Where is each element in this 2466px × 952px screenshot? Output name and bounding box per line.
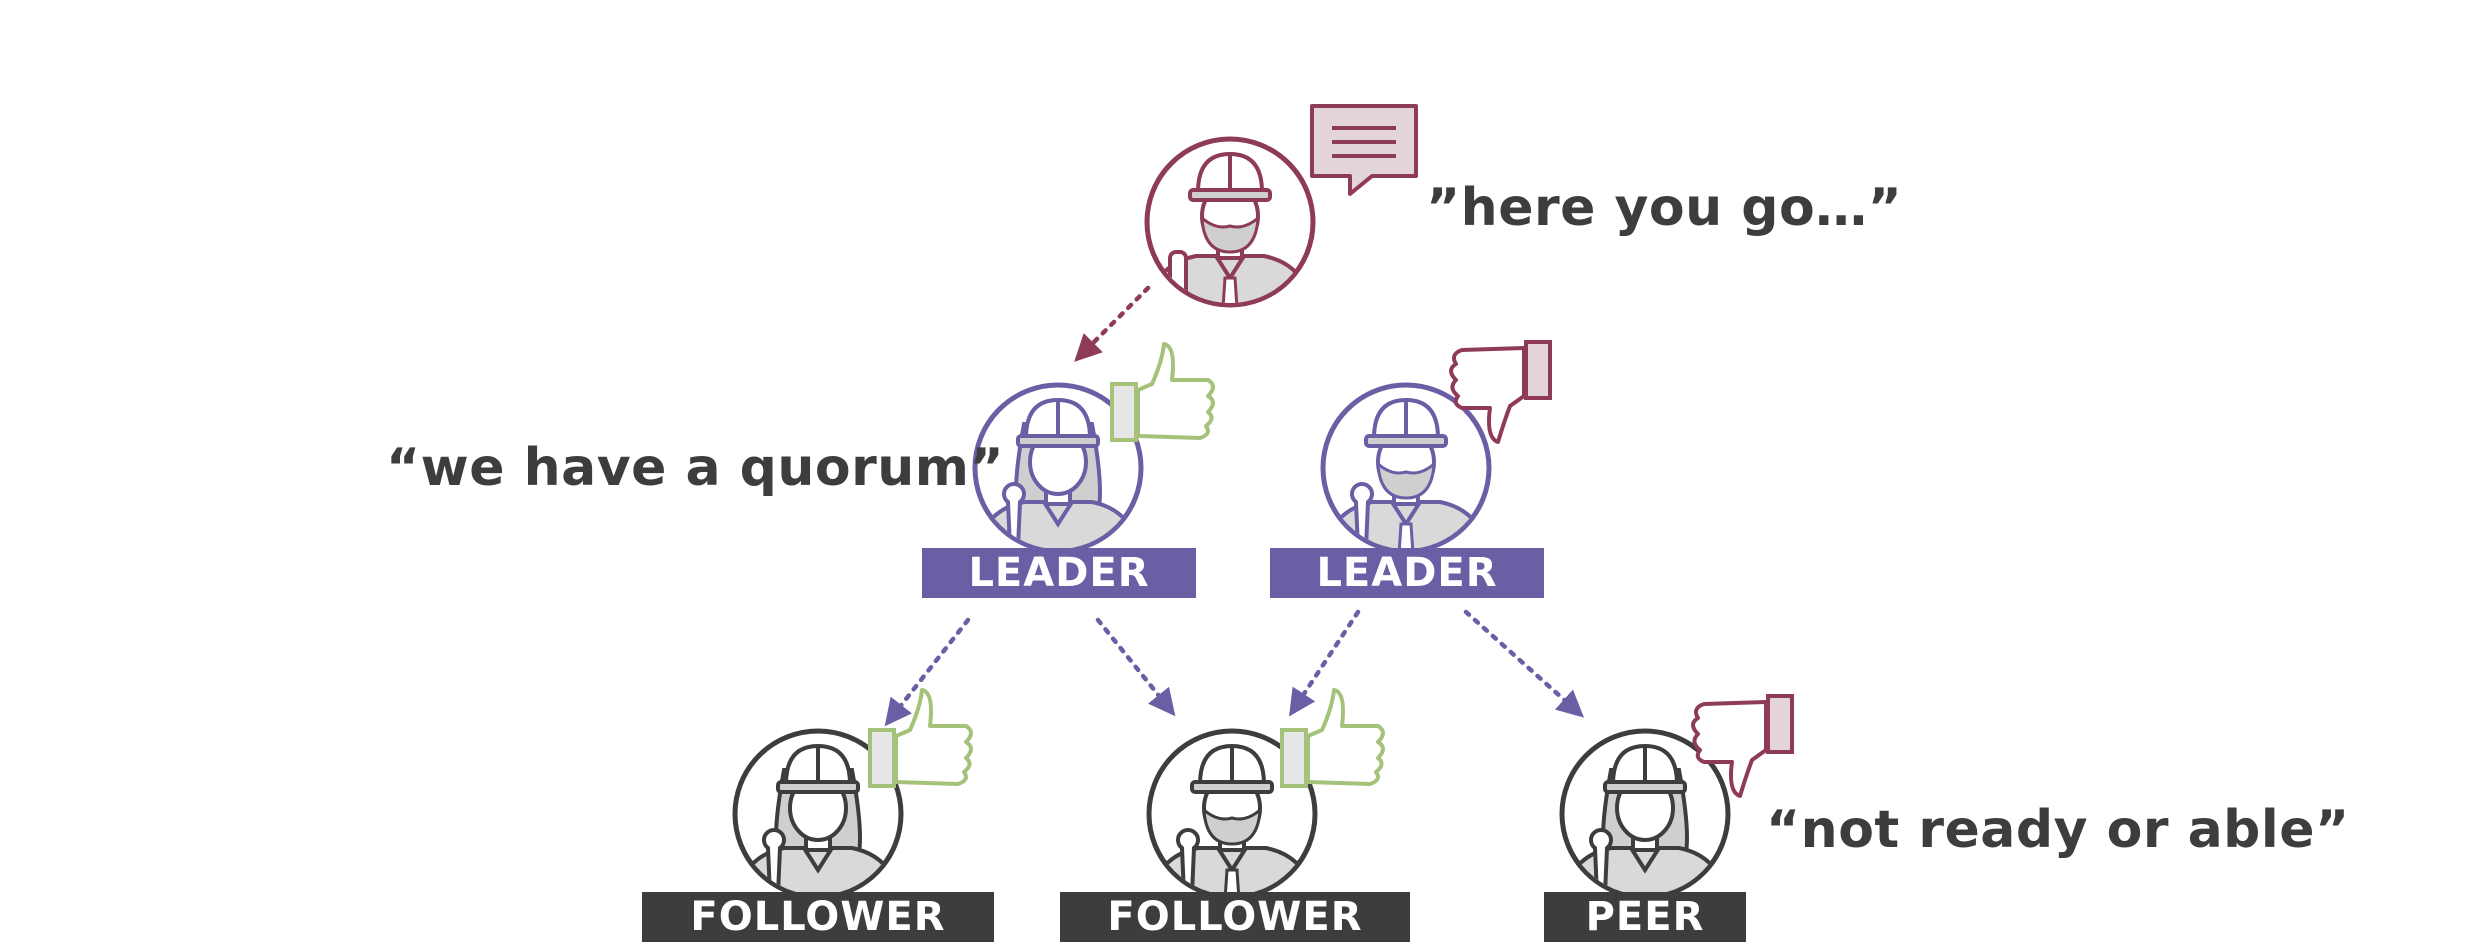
- peer-badge: PEER: [1544, 892, 1746, 942]
- arrow-leader-right-to-follower-middle: [1289, 609, 1361, 717]
- leader-right-avatar: [1320, 382, 1492, 554]
- speech-bubble-icon: [1310, 104, 1418, 196]
- leader-left-avatar: [972, 382, 1144, 554]
- follower-left-avatar: [732, 728, 904, 900]
- leader-left-badge: LEADER: [922, 548, 1196, 598]
- arrow-initiator-to-leader: [1074, 285, 1151, 362]
- female-worker-icon: [972, 382, 1144, 554]
- initiator-avatar: [1144, 136, 1316, 308]
- leader-right-thumbs-down-icon: [1449, 340, 1552, 444]
- arrow-leader-left-to-follower-middle: [1095, 617, 1176, 717]
- initiator-quote: ”here you go…”: [1426, 178, 1903, 238]
- peer-quote: “not ready or able”: [1766, 800, 2350, 860]
- male-worker-icon: [1144, 136, 1316, 308]
- follower-middle-thumbs-up-icon: [1280, 688, 1385, 788]
- leader-quote: “we have a quorum”: [386, 438, 1005, 498]
- follower-left-badge: FOLLOWER: [642, 892, 994, 942]
- leader-left-thumbs-up-icon: [1110, 342, 1215, 442]
- female-worker-icon: [732, 728, 904, 900]
- follower-left-thumbs-up-icon: [868, 688, 973, 788]
- arrow-leader-right-to-peer: [1463, 609, 1585, 718]
- leader-right-badge: LEADER: [1270, 548, 1544, 598]
- arrow-leader-left-to-follower-left: [884, 617, 971, 727]
- follower-middle-badge: FOLLOWER: [1060, 892, 1410, 942]
- male-worker-icon: [1320, 382, 1492, 554]
- peer-thumbs-down-icon: [1691, 694, 1794, 798]
